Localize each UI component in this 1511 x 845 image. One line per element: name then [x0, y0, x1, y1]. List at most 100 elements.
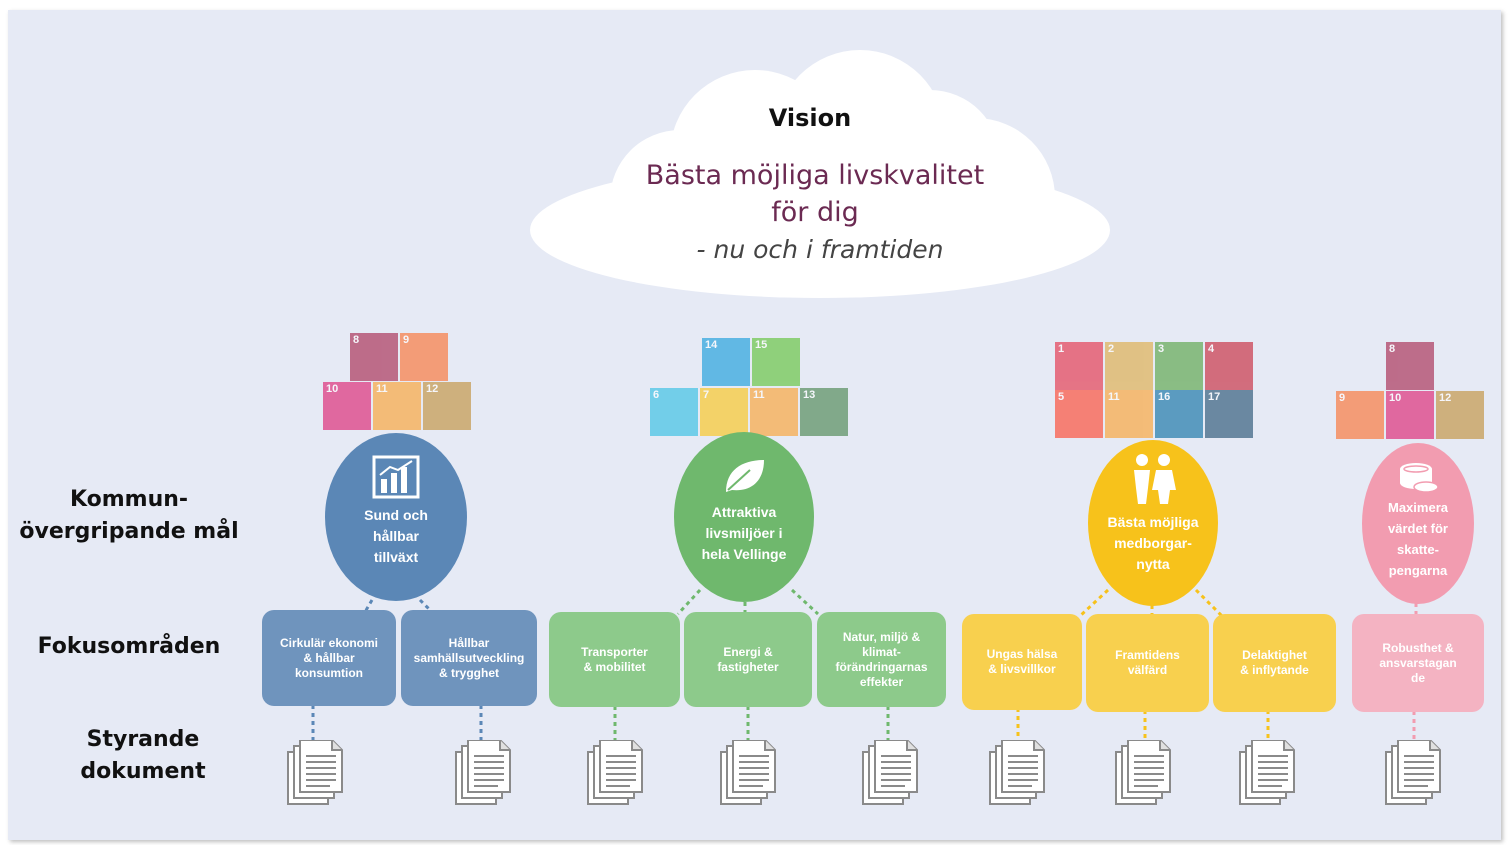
vision-statement: Bästa möjliga livskvalitet för dig: [620, 157, 1010, 231]
focus-label-line: Delaktighet: [1242, 648, 1307, 662]
vision-title: Vision: [768, 104, 852, 132]
connector: [790, 588, 820, 616]
sdg-tile: 4: [1205, 342, 1253, 390]
sdg-tile: 8: [1386, 342, 1434, 390]
sdg-tile: 7: [700, 388, 748, 436]
row-label-goals: Kommun- övergripande mål: [14, 484, 244, 548]
goal-label-line: Maximera: [1388, 500, 1448, 515]
vision-cloud: [530, 50, 1110, 298]
sdg-tile: 3: [1155, 342, 1203, 390]
sdg-tile: 16: [1155, 390, 1203, 438]
row-label-docs-line-1: Styrande: [86, 727, 200, 752]
focus-label-line: ansvarstagan: [1379, 655, 1457, 670]
focus-label-line: välfärd: [1127, 663, 1168, 677]
goal-label-line: livsmiljöer i: [705, 525, 783, 541]
connector: [1194, 588, 1224, 618]
sdg-tile: 13: [800, 388, 848, 436]
sdg-tile: 11: [1105, 390, 1153, 438]
goal-basta-mojliga-medborgarnytta: Bästa möjliga medborgar- nytta: [1088, 440, 1218, 606]
focus-natur-miljo-klimat: Natur, miljö & klimat- förändringarnas e…: [817, 612, 946, 707]
focus-framtidens-valfard: Framtidens välfärd: [1086, 614, 1209, 712]
focus-transporter: Transporter & mobilitet: [549, 612, 680, 707]
focus-label-line: Natur, miljö &: [842, 629, 921, 644]
focus-label-line: de: [1410, 670, 1425, 685]
vision-subtitle: - nu och i framtiden: [696, 235, 944, 264]
sdg-tile: 10: [323, 382, 371, 430]
document-stack-icon: [1385, 740, 1441, 805]
goal-sund-och-hallbar-tillvaxt: Sund och hållbar tillväxt: [325, 433, 467, 601]
goal-label-line: tillväxt: [373, 549, 419, 565]
focus-label-line: fastigheter: [717, 659, 779, 674]
goal-label-line: pengarna: [1388, 563, 1448, 578]
sdg-tile: 12: [1436, 391, 1484, 439]
sdg-tile: 9: [1336, 391, 1384, 439]
focus-label-line: & hållbar: [303, 650, 355, 665]
sdg-tile: 11: [750, 388, 798, 436]
focus-label-line: Ungas hälsa: [986, 647, 1058, 661]
document-stack-icon: [287, 740, 343, 805]
goal-label-line: nytta: [1136, 556, 1170, 572]
focus-label-line: Transporter: [581, 644, 648, 659]
goal-label-line: Bästa möjliga: [1107, 514, 1199, 530]
vision-line-1: Bästa möjliga livskvalitet: [645, 160, 985, 191]
focus-delaktighet: Delaktighet & inflytande: [1213, 614, 1336, 712]
focus-label-line: samhällsutveckling: [413, 650, 525, 665]
focus-label-line: Hållbar: [448, 635, 490, 650]
goal-label-line: hållbar: [373, 528, 419, 544]
focus-label-line: Robusthet &: [1382, 640, 1454, 655]
goal-label-line: Sund och: [364, 507, 428, 523]
document-stack-icon: [1239, 740, 1295, 805]
sdg-tile: 5: [1055, 390, 1103, 438]
bar-chart-icon: [372, 455, 420, 499]
document-stack-icon: [720, 740, 776, 805]
sdg-tile: 1: [1055, 342, 1103, 390]
row-label-goals-line-1: Kommun-: [69, 487, 189, 512]
goal-label-line: hela Vellinge: [701, 546, 787, 562]
goal-attraktiva-livsmiljoer: Attraktiva livsmiljöer i hela Vellinge: [674, 432, 814, 602]
focus-label-line: & trygghet: [439, 665, 499, 680]
goal-label-line: Attraktiva: [711, 504, 777, 520]
focus-label-line: Cirkulär ekonomi: [279, 635, 379, 650]
goal-label-line: medborgar-: [1114, 535, 1192, 551]
focus-label-line: & livsvillkor: [988, 662, 1056, 676]
sdg-tile: 6: [650, 388, 698, 436]
focus-hallbar-samhallsutveckling: Hållbar samhällsutveckling & trygghet: [401, 610, 537, 706]
goal-label-line: skatte-: [1397, 542, 1439, 557]
focus-label-line: Framtidens: [1115, 648, 1180, 662]
document-stack-icon: [1115, 740, 1171, 805]
focus-label-line: klimat-: [862, 644, 901, 659]
focus-ungas-halsa: Ungas hälsa & livsvillkor: [962, 614, 1082, 710]
goal-label-line: värdet för: [1388, 521, 1448, 536]
focus-label-line: konsumtion: [295, 665, 363, 680]
document-stack-icon: [455, 740, 511, 805]
focus-cirkular-ekonomi: Cirkulär ekonomi & hållbar konsumtion: [262, 610, 396, 706]
coins-icon: [1400, 463, 1439, 493]
sdg-tile: 9: [400, 333, 448, 381]
document-stack-icon: [587, 740, 643, 805]
sdg-tile: 15: [752, 338, 800, 386]
goal-maximera-vardet: Maximera värdet för skatte- pengarna: [1362, 443, 1474, 604]
sdg-tile: 11: [373, 382, 421, 430]
sdg-tile: 12: [423, 382, 471, 430]
document-stack-icon: [989, 740, 1045, 805]
connector: [418, 598, 434, 614]
row-label-goals-line-2: övergripande mål: [19, 519, 239, 544]
sdg-tile: 2: [1105, 342, 1153, 390]
sdg-tile: 10: [1386, 391, 1434, 439]
vision-line-2: för dig: [771, 197, 859, 228]
focus-label-line: förändringarnas: [835, 659, 928, 674]
focus-label-line: Energi &: [723, 644, 773, 659]
focus-energi: Energi & fastigheter: [684, 612, 812, 707]
people-icon: [1134, 454, 1176, 504]
leaf-icon: [726, 460, 764, 492]
sdg-tile: 17: [1205, 390, 1253, 438]
sdg-tile: 14: [702, 338, 750, 386]
row-label-documents: Styrande dokument: [38, 724, 248, 788]
focus-label-line: & inflytande: [1240, 663, 1309, 677]
focus-robusthet: Robusthet & ansvarstagan de: [1352, 614, 1484, 712]
sdg-tile: 8: [350, 333, 398, 381]
document-stack-icon: [862, 740, 918, 805]
focus-label-line: & mobilitet: [583, 659, 646, 674]
focus-label-line: effekter: [859, 674, 904, 689]
row-label-docs-line-2: dokument: [80, 759, 206, 784]
